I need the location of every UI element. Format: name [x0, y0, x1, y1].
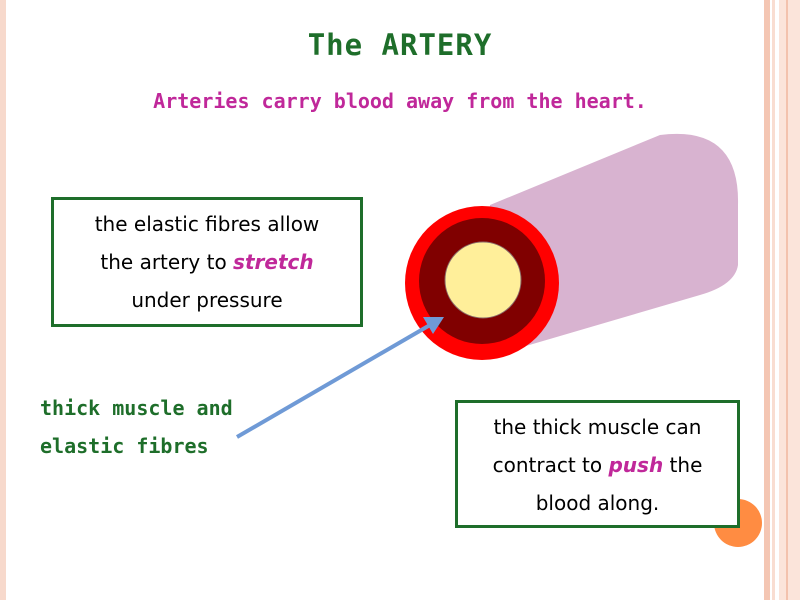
label-line: thick muscle and [40, 396, 233, 420]
callout-text: contract to [492, 453, 609, 477]
slide-border-band [786, 0, 788, 600]
slide-border-band [779, 0, 800, 600]
callout-line: contract to push the [458, 446, 737, 484]
page-subtitle: Arteries carry blood away from the heart… [153, 89, 647, 113]
pointer-arrow-head [423, 317, 444, 334]
callout-line: under pressure [131, 288, 283, 312]
callout-line: blood along. [535, 491, 660, 515]
callout-line: the artery to stretch [54, 243, 360, 281]
slide-border-band [772, 0, 775, 600]
elastic-fibres-callout: the elastic fibres allow the artery to s… [51, 197, 363, 327]
lumen [444, 241, 522, 319]
emphasis-stretch: stretch [233, 250, 314, 274]
callout-line: the elastic fibres allow [94, 212, 320, 236]
callout-text: the [663, 453, 703, 477]
callout-text: the artery to [100, 250, 234, 274]
pointer-arrow-shaft [235, 323, 432, 439]
slide-border-band [764, 0, 770, 600]
slide-left-rule [0, 0, 6, 600]
muscle-contract-callout: the thick muscle can contract to push th… [455, 400, 740, 528]
label-line: elastic fibres [40, 434, 209, 458]
muscle-fibres-label: thick muscle and elastic fibres [40, 389, 300, 465]
callout-line: the thick muscle can [493, 415, 702, 439]
emphasis-push: push [608, 453, 664, 477]
page-title: The ARTERY [307, 28, 493, 62]
